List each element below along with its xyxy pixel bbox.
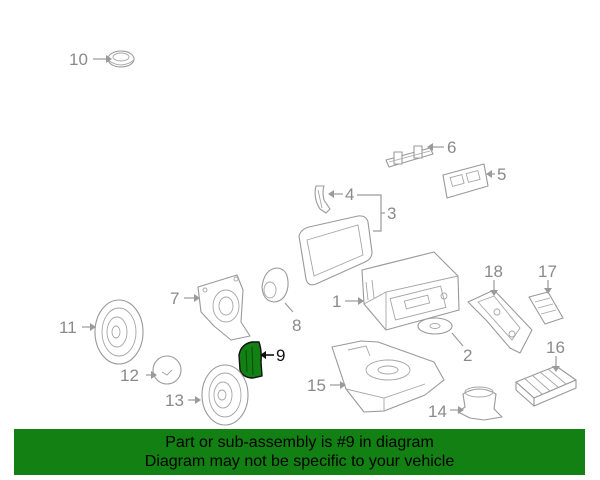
part-6-bracket[interactable] — [385, 145, 434, 168]
part-14-subwoofer[interactable] — [457, 386, 503, 421]
callout-8: 8 — [292, 316, 301, 335]
part-9-highlighted[interactable] — [238, 341, 263, 379]
callout-12: 12 — [120, 366, 139, 385]
callout-17: 17 — [538, 262, 557, 281]
part-11-speaker[interactable] — [94, 299, 144, 365]
callout-2: 2 — [463, 346, 472, 365]
callout-4: 4 — [345, 185, 354, 204]
part-10-speaker-cover[interactable] — [107, 50, 135, 68]
callout-3: 3 — [387, 204, 396, 223]
part-18-bracket[interactable] — [467, 289, 533, 354]
banner-line-2: Diagram may not be specific to your vehi… — [144, 453, 455, 470]
callout-15: 15 — [307, 376, 326, 395]
part-13-speaker[interactable] — [201, 364, 249, 426]
part-17-module[interactable] — [528, 291, 564, 325]
part-3-display[interactable] — [298, 215, 373, 286]
part-15-enclosure[interactable] — [331, 340, 445, 413]
callout-13: 13 — [165, 391, 184, 410]
callout-6: 6 — [447, 138, 456, 157]
part-7-speaker-housing[interactable] — [197, 274, 251, 341]
part-12-plug[interactable] — [152, 355, 182, 385]
part-2-disc[interactable] — [417, 317, 453, 335]
callout-14: 14 — [428, 402, 447, 421]
part-5-switch-panel[interactable] — [442, 163, 489, 199]
callout-1: 1 — [332, 292, 341, 311]
part-info-banner: Part or sub-assembly is #9 in diagram Di… — [14, 429, 585, 475]
callout-18: 18 — [484, 262, 503, 281]
banner-line-1: Part or sub-assembly is #9 in diagram — [165, 434, 434, 451]
part-1-head-unit[interactable] — [361, 251, 460, 331]
part-8-tweeter[interactable] — [261, 267, 289, 303]
callout-9: 9 — [276, 346, 285, 365]
callout-7: 7 — [170, 289, 179, 308]
callout-11: 11 — [59, 318, 77, 337]
callout-16: 16 — [546, 338, 565, 357]
callout-5: 5 — [497, 165, 506, 184]
part-16-amplifier[interactable] — [515, 365, 577, 407]
callout-10: 10 — [69, 50, 88, 69]
part-4-clip[interactable] — [314, 185, 331, 214]
